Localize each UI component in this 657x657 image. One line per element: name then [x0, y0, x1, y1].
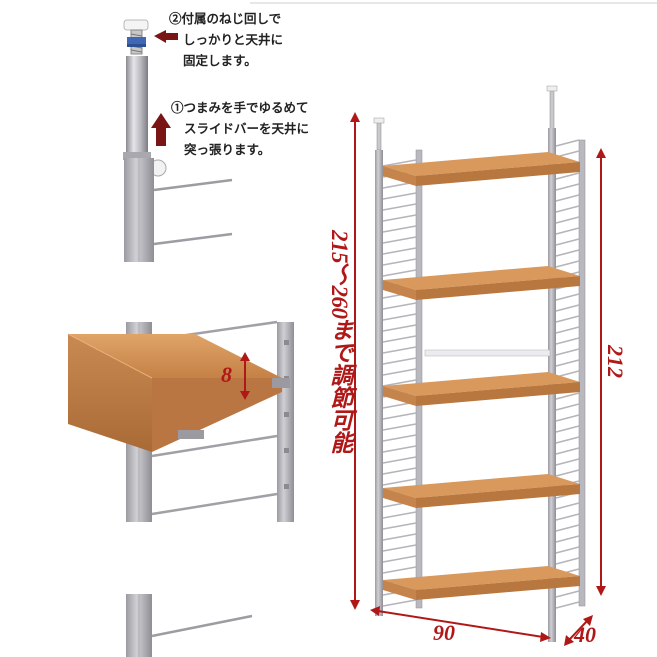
side-wire: [382, 313, 417, 321]
knob-callout-line: ①つまみを手でゆるめて: [171, 100, 309, 115]
depth-arrow-icon: [564, 615, 593, 646]
shelf-board: [383, 566, 580, 600]
side-wire: [382, 445, 417, 453]
right-side-wires: [555, 139, 580, 609]
shelf-board: [383, 266, 580, 300]
side-wire: [382, 544, 417, 552]
screw-arrow-icon: [154, 30, 178, 43]
screw-callout: ②付属のねじ回しで しっかりと天井に 固定します。: [169, 8, 283, 71]
side-wire: [382, 522, 417, 530]
side-wire: [555, 359, 580, 367]
side-wire: [382, 566, 417, 574]
adjustable-height-label: 215～260まで調節可能: [327, 230, 352, 454]
side-wire: [555, 535, 580, 543]
side-wire: [382, 599, 417, 607]
left-side-wires: [382, 159, 417, 607]
side-wire: [555, 436, 580, 444]
side-wire: [555, 260, 580, 268]
side-wire: [555, 304, 580, 312]
height-label: 212: [603, 345, 628, 378]
side-wire: [555, 326, 580, 334]
side-wire: [555, 337, 580, 345]
shelf-board: [383, 152, 580, 186]
shelf-board: [383, 474, 580, 508]
side-wire: [555, 590, 580, 598]
side-wire: [555, 447, 580, 455]
side-wire: [382, 379, 417, 387]
width-arrow-icon: [370, 606, 551, 642]
side-wire: [382, 192, 417, 200]
side-wire: [555, 238, 580, 246]
side-wire: [382, 467, 417, 475]
side-wire: [555, 249, 580, 257]
adjustable-height-arrow-icon: [350, 112, 360, 610]
side-wire: [382, 159, 417, 167]
slide-up-arrow-icon: [151, 113, 171, 146]
side-wire: [382, 247, 417, 255]
side-wire: [555, 348, 580, 356]
knob-callout-line: 突っ張ります。: [184, 142, 271, 157]
side-wire: [382, 478, 417, 486]
side-wire: [555, 502, 580, 510]
screw-callout-line: 固定します。: [183, 53, 257, 68]
side-wire: [555, 513, 580, 521]
side-wire: [555, 546, 580, 554]
side-wire: [555, 392, 580, 400]
shelf-pitch-detail: [67, 320, 294, 522]
height-arrow-icon: [596, 148, 606, 596]
knob-callout: ①つまみを手でゆるめて スライドバーを天井に 突っ張ります。: [171, 97, 309, 160]
side-wire: [555, 458, 580, 466]
side-wire: [555, 601, 580, 609]
side-wire: [555, 183, 580, 191]
side-wire: [382, 269, 417, 277]
side-wire: [555, 425, 580, 433]
side-wire: [555, 524, 580, 532]
depth-label: 40: [574, 622, 596, 647]
side-wire: [382, 533, 417, 541]
side-wire: [382, 368, 417, 376]
screw-callout-line: ②付属のねじ回しで: [169, 11, 282, 26]
side-wire: [555, 557, 580, 565]
side-wire: [555, 172, 580, 180]
shelf-unit-illustration: [373, 85, 586, 642]
side-wire: [382, 456, 417, 464]
side-wire: [382, 357, 417, 365]
side-wire: [382, 555, 417, 563]
side-wire: [382, 335, 417, 343]
screw-callout-line: しっかりと天井に: [183, 32, 284, 47]
knob-callout-line: スライドバーを天井に: [184, 121, 310, 136]
side-wire: [382, 511, 417, 519]
side-wire: [555, 216, 580, 224]
width-label: 90: [433, 620, 455, 645]
shelf-pitch-label: 8: [221, 362, 232, 387]
side-wire: [555, 469, 580, 477]
side-wire: [382, 434, 417, 442]
side-wire: [382, 423, 417, 431]
side-wire: [382, 346, 417, 354]
side-wire: [555, 315, 580, 323]
side-wire: [555, 227, 580, 235]
side-wire: [555, 194, 580, 202]
shelf-board: [383, 372, 580, 406]
side-wire: [382, 302, 417, 310]
side-wire: [555, 403, 580, 411]
side-wire: [382, 236, 417, 244]
side-wire: [382, 203, 417, 211]
pitch-arrow-icon: [240, 352, 250, 400]
side-wire: [382, 225, 417, 233]
side-wire: [555, 139, 580, 147]
side-wire: [382, 412, 417, 420]
side-wire: [555, 414, 580, 422]
side-wire: [382, 258, 417, 266]
ceiling-jack-detail: [123, 19, 233, 262]
side-wire: [555, 293, 580, 301]
bottom-post-detail: [126, 594, 253, 657]
side-wire: [382, 324, 417, 332]
side-wire: [555, 205, 580, 213]
side-wire: [382, 214, 417, 222]
